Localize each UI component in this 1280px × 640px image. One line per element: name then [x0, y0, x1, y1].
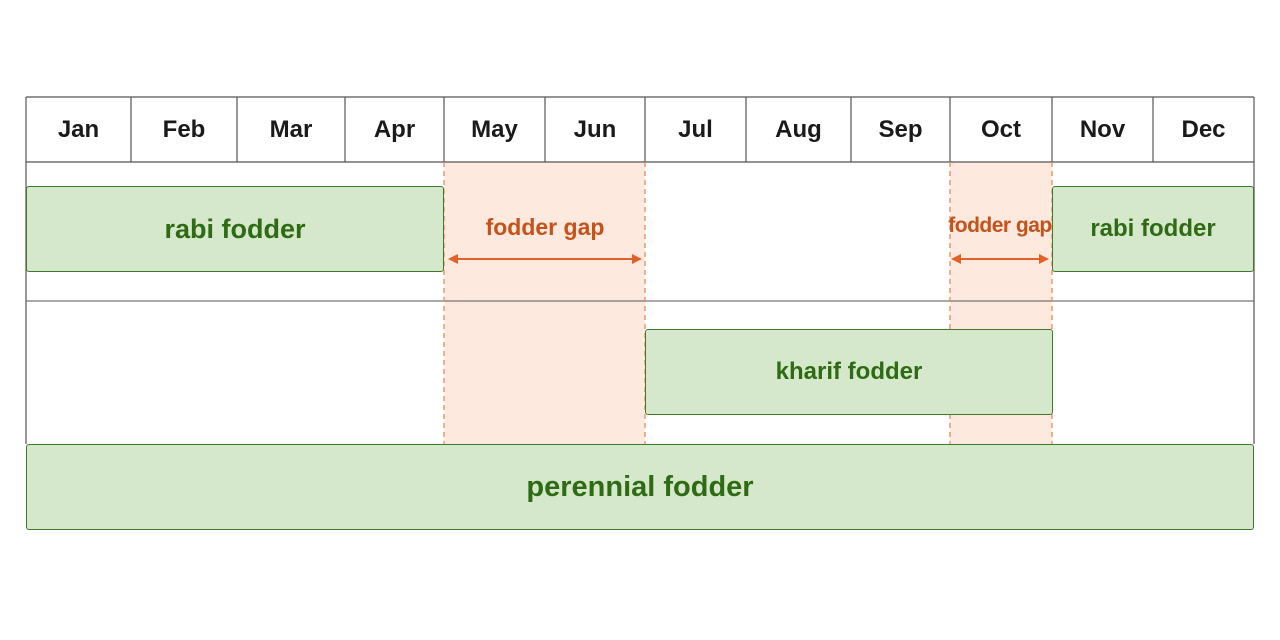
kharif-fodder-label: kharif fodder — [775, 358, 923, 385]
month-header-oct: Oct — [980, 115, 1021, 143]
month-header-jun: Jun — [573, 115, 617, 143]
month-header-dec: Dec — [1181, 115, 1226, 143]
month-header-apr: Apr — [373, 115, 416, 143]
rabi-fodder-label: rabi fodder — [1090, 215, 1216, 242]
rabi-fodder-bar-jan-apr: rabi fodder — [26, 186, 444, 272]
month-header-mar: Mar — [269, 115, 313, 143]
kharif-fodder-bar: kharif fodder — [645, 329, 1053, 415]
fodder-gap-label-may-jun: fodder gap — [485, 214, 605, 240]
month-header-jan: Jan — [57, 115, 100, 143]
month-header-jul: Jul — [678, 115, 713, 143]
perennial-fodder-label: perennial fodder — [526, 470, 754, 503]
fodder-gap-shade-may-jun — [444, 162, 645, 444]
month-header-nov: Nov — [1079, 115, 1126, 143]
month-header-aug: Aug — [775, 115, 822, 143]
rabi-fodder-bar-nov-dec: rabi fodder — [1052, 186, 1254, 272]
fodder-gap-label-oct: fodder gap — [948, 214, 1052, 237]
month-header-may: May — [471, 115, 518, 143]
rabi-fodder-label: rabi fodder — [164, 213, 306, 244]
month-header-sep: Sep — [878, 115, 923, 143]
perennial-fodder-bar: perennial fodder — [26, 444, 1254, 530]
month-header-feb: Feb — [162, 115, 206, 143]
